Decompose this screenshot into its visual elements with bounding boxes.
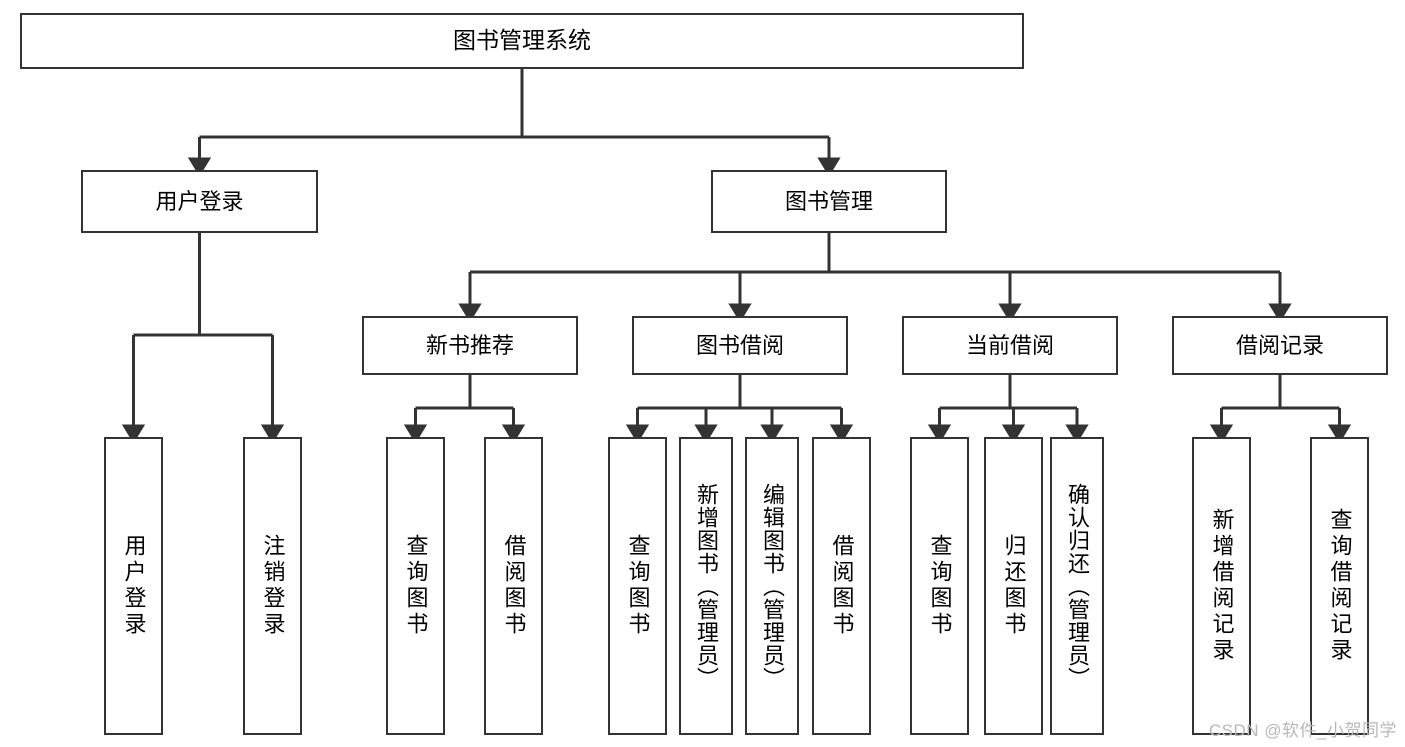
node-login[interactable]: 用户登录 — [81, 170, 318, 233]
node-label: 新增图书（管理员） — [694, 482, 719, 690]
node-bookmgmt[interactable]: 图书管理 — [711, 170, 947, 233]
node-label: 图书管理 — [784, 188, 873, 214]
node-label: 借阅图书 — [501, 534, 527, 638]
node-l13[interactable]: 查询借阅记录 — [1310, 437, 1369, 735]
node-root[interactable]: 图书管理系统 — [20, 13, 1024, 69]
node-records[interactable]: 借阅记录 — [1172, 316, 1388, 375]
node-label: 新增借阅记录 — [1209, 508, 1235, 664]
node-label: 借阅记录 — [1235, 332, 1324, 358]
node-label: 注销登录 — [260, 534, 286, 638]
node-label: 确认归还（管理员） — [1065, 482, 1090, 690]
node-l5[interactable]: 查询图书 — [608, 437, 667, 735]
node-l10[interactable]: 归还图书 — [984, 437, 1043, 735]
node-l1[interactable]: 用户登录 — [104, 437, 163, 735]
node-label: 编辑图书（管理员） — [760, 482, 785, 690]
node-l12[interactable]: 新增借阅记录 — [1192, 437, 1251, 735]
node-l3[interactable]: 查询图书 — [386, 437, 445, 735]
node-l8[interactable]: 借阅图书 — [812, 437, 871, 735]
node-l4[interactable]: 借阅图书 — [484, 437, 543, 735]
node-label: 用户登录 — [121, 534, 147, 638]
node-label: 图书管理系统 — [453, 27, 591, 54]
node-label: 查询图书 — [927, 534, 953, 638]
node-newbook[interactable]: 新书推荐 — [362, 316, 578, 375]
node-l11[interactable]: 确认归还（管理员） — [1050, 437, 1104, 735]
node-label: 新书推荐 — [425, 332, 514, 358]
node-label: 归还图书 — [1001, 534, 1027, 638]
node-label: 查询借阅记录 — [1327, 508, 1353, 664]
node-label: 用户登录 — [155, 188, 244, 214]
node-l7[interactable]: 编辑图书（管理员） — [745, 437, 799, 735]
node-l2[interactable]: 注销登录 — [243, 437, 302, 735]
node-label: 借阅图书 — [829, 534, 855, 638]
node-current[interactable]: 当前借阅 — [902, 316, 1118, 375]
node-label: 查询图书 — [403, 534, 429, 638]
node-l9[interactable]: 查询图书 — [910, 437, 969, 735]
node-label: 当前借阅 — [965, 332, 1054, 358]
node-label: 图书借阅 — [695, 332, 784, 358]
watermark-text: CSDN @软件_小贺同学 — [1208, 721, 1397, 740]
node-borrow[interactable]: 图书借阅 — [632, 316, 848, 375]
node-label: 查询图书 — [625, 534, 651, 638]
node-l6[interactable]: 新增图书（管理员） — [679, 437, 733, 735]
